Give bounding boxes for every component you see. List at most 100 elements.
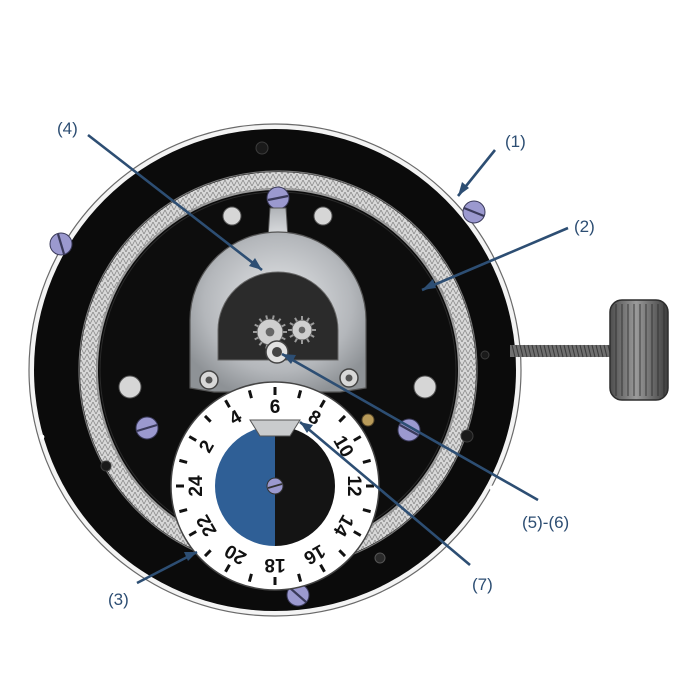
gear-hub: [298, 326, 306, 334]
callout-line-4: [87, 133, 263, 272]
plate-hole: [222, 206, 242, 226]
stem-thread-line: [543, 344, 548, 358]
stem-thread-line: [551, 344, 556, 358]
arrowhead-4: [249, 258, 262, 270]
screw-bottom: [286, 583, 310, 607]
gear-tooth: [306, 317, 310, 322]
gear-tooth: [258, 341, 263, 346]
stem-thread-line: [575, 344, 580, 358]
center-pinion-core: [272, 347, 282, 357]
dial-number: 6: [270, 397, 281, 418]
dial-tick: [338, 414, 347, 423]
stem-thread-line: [583, 344, 588, 358]
callout-label-4: (4): [57, 119, 78, 138]
dial-number: 24: [186, 475, 207, 497]
gear-tooth: [306, 338, 310, 343]
screw-top-right: [462, 200, 486, 224]
screw-top: [266, 186, 290, 210]
bridge-screw-left-core: [205, 376, 213, 384]
dial-tick: [178, 458, 188, 464]
dial-tick: [319, 564, 326, 573]
stem-thread-line: [603, 344, 608, 358]
gear-hub: [265, 327, 275, 337]
dial-center-screw-slot: [267, 483, 283, 489]
callout-label-2: (2): [574, 217, 595, 236]
gear-tooth: [310, 322, 315, 326]
stem-thread-line: [587, 344, 592, 358]
arrowhead-2: [422, 279, 436, 290]
crown-grooves: [615, 304, 665, 396]
arrowhead-1: [458, 182, 469, 196]
callout-arrowheads: [184, 182, 469, 561]
stem-thread-line: [599, 344, 604, 358]
callout-label-7: (7): [472, 575, 493, 594]
dial-tick: [353, 530, 362, 537]
callout-line-7: [299, 421, 471, 566]
plate-dot: [462, 175, 468, 181]
arrowhead-5-6: [282, 354, 296, 364]
plate-hole: [413, 375, 437, 399]
dial-pointer: [249, 419, 301, 437]
dial-tick: [224, 564, 231, 573]
gear-tooth: [277, 318, 282, 323]
dial-black-half: [275, 426, 335, 546]
dial-blue-half: [215, 426, 275, 546]
plate-hole: [313, 206, 333, 226]
small-gear-right: [288, 316, 316, 344]
stem-thread: [511, 344, 612, 358]
stem-thread-line: [559, 344, 564, 358]
callout-label-5-6: (5)-(6): [522, 513, 569, 532]
arrowhead-3: [184, 552, 197, 561]
callout-label-1: (1): [505, 132, 526, 151]
plate-pin: [255, 141, 269, 155]
crown: [609, 299, 669, 401]
arrowhead-7: [300, 422, 313, 433]
gear-tooth: [271, 315, 275, 320]
plate-pin: [100, 460, 112, 472]
screw-inner-left: [135, 416, 159, 440]
dial-tick: [188, 435, 197, 442]
dial-tick: [203, 549, 212, 558]
stem-thread-line: [579, 344, 584, 358]
gear-tooth: [294, 317, 298, 322]
dial-tick: [353, 435, 362, 442]
stem-thread-line: [535, 344, 540, 358]
gear-tooth: [254, 323, 259, 328]
gear-tooth: [294, 338, 298, 343]
plate-pin: [480, 350, 490, 360]
plate-dot: [440, 574, 446, 580]
gear-tooth: [281, 336, 286, 341]
dial-tick: [247, 389, 253, 399]
callout-line-5-6: [281, 352, 539, 502]
stem-thread-line: [539, 344, 544, 358]
dial-tick: [188, 530, 197, 537]
stem-thread-line: [595, 344, 600, 358]
dial-number: 12: [343, 475, 364, 496]
pointer-jewel: [361, 413, 375, 427]
screw-left: [49, 232, 73, 256]
plate-dot: [92, 583, 98, 589]
stem-thread-line: [515, 344, 520, 358]
gear-tooth: [265, 315, 269, 320]
dial-tick: [224, 399, 231, 408]
dial-tick: [203, 414, 212, 423]
stem-thread-line: [563, 344, 568, 358]
dial-number: 18: [264, 554, 285, 575]
gear-tooth: [281, 323, 286, 328]
gear-tooth: [254, 336, 259, 341]
dial-tick: [297, 573, 303, 583]
stem-thread-line: [511, 344, 516, 358]
plate-pin: [374, 552, 386, 564]
stem-thread-line: [519, 344, 524, 358]
dial-tick: [297, 389, 303, 399]
plate-dot: [489, 485, 495, 491]
plate-hole: [118, 375, 142, 399]
plate-dot: [39, 434, 45, 440]
gear-tooth: [310, 334, 315, 338]
gear-tooth: [258, 318, 263, 323]
dial-tick: [178, 508, 188, 514]
dial-tick: [362, 458, 372, 464]
